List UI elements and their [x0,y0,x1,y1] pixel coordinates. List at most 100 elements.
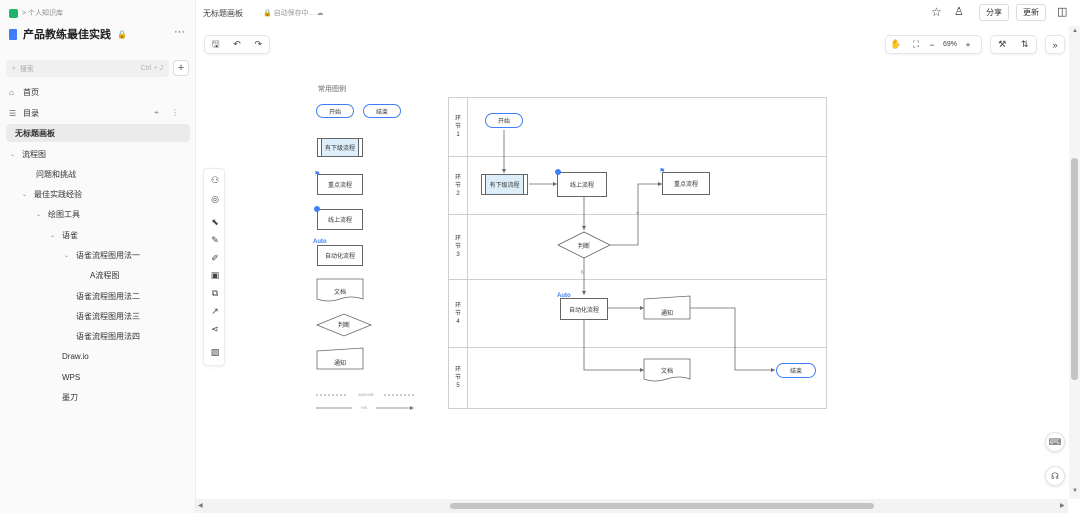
lane-3-header[interactable]: 环 节 3 [449,215,468,279]
pen-icon[interactable]: ✎ [211,235,219,245]
tree-item-usage-4[interactable]: 语雀流程图用法四 [6,327,190,345]
connector-notify-end[interactable] [690,307,775,371]
legend-auto-process[interactable]: 自动化流程 [317,245,363,266]
legend-subprocess[interactable]: 有下级流程 [317,138,363,157]
scroll-left-icon[interactable]: ◀ [198,503,203,509]
tree-item-problems[interactable]: 问题和挑战 [6,165,190,183]
collapse-button[interactable]: » [1045,35,1065,54]
tree-item-modao[interactable]: 墨刀 [6,388,190,406]
nav-toc[interactable]: ☰ 目录 ⌖ ⋮ [6,104,190,122]
tree-item-yuque[interactable]: ⌄ 语雀 [6,226,190,244]
online-dot-icon [555,169,561,175]
connector-icon[interactable]: ↗ [211,306,219,316]
knowledge-base-title[interactable]: 产品教练最佳实践 🔒 [9,26,127,42]
magic-icon[interactable]: ⚒ [998,39,1007,49]
lane-2-header[interactable]: 环 节 2 [449,157,468,214]
nav-active-doc[interactable]: 无标题画板 [6,124,190,142]
update-button[interactable]: 更新 [1016,4,1046,21]
hand-icon[interactable]: ✋ [890,39,902,49]
save-icon[interactable]: 🖫 [211,38,220,49]
connector-decision-key[interactable] [610,183,662,246]
text-icon[interactable]: ▣ [210,270,220,280]
notify-shape[interactable] [643,295,691,320]
doc-title[interactable]: 无标题画板 [203,9,243,18]
legend-key-process[interactable]: 重点流程 [317,174,363,195]
fit-screen-icon[interactable]: ⛶ [912,39,920,49]
frame-icon[interactable]: ◎ [211,194,219,204]
lane-4-header[interactable]: 环 节 4 [449,280,468,347]
zoom-out-button[interactable]: − [929,39,935,50]
tree-item-flowchart[interactable]: ⌄ 流程图 [6,145,190,163]
select-icon[interactable]: ⬉ [211,217,219,227]
arrowhead [582,226,586,230]
sidebar: > 个人知识库 产品教练最佳实践 🔒 ··· ⌕ 搜索 Ctrl + J + ⌂… [0,0,196,513]
tree-item-best-practice[interactable]: ⌄ 最佳实践经验 [6,185,190,203]
scroll-down-icon[interactable]: ▼ [1072,488,1078,494]
lane-1-header[interactable]: 环 节 1 [449,98,468,156]
flow-auto-process[interactable]: 自动化流程 [560,298,608,320]
horizontal-scrollbar[interactable]: ◀ ▶ [196,499,1068,513]
legend-document-shape[interactable] [316,278,364,302]
tree-item-usage-3[interactable]: 语雀流程图用法三 [6,307,190,325]
flow-start[interactable]: 开始 [485,113,523,128]
search-shortcut: Ctrl + J [140,65,163,72]
search-input[interactable]: ⌕ 搜索 Ctrl + J [6,60,169,77]
add-button[interactable]: + [173,60,189,76]
chevron-down-icon[interactable]: ⌄ [10,151,16,158]
image-icon[interactable]: ▨ [210,347,220,357]
vertical-scrollbar[interactable]: ▲ ▼ [1069,26,1080,499]
tree-item-usage-2[interactable]: 语雀流程图用法二 [6,287,190,305]
nav-home[interactable]: ⌂ 首页 [6,83,190,101]
tree-item-wps[interactable]: WPS [6,368,190,386]
legend-end[interactable]: 结束 [363,104,401,118]
flow-online-process[interactable]: 线上流程 [557,172,607,197]
scroll-up-icon[interactable]: ▲ [1072,28,1078,34]
tree-item-usage-1[interactable]: ⌄ 语雀流程图用法一 [6,246,190,264]
zoom-in-button[interactable]: + [965,39,971,50]
chevron-down-icon[interactable]: ⌄ [22,191,28,198]
tree-item-tools[interactable]: ⌄ 绘图工具 [6,205,190,223]
flow-end[interactable]: 结束 [776,363,816,378]
vertical-scroll-thumb[interactable] [1071,158,1078,380]
legend-start[interactable]: 开始 [316,104,354,118]
tree-item-label: 语雀流程图用法四 [76,331,140,341]
help-icon[interactable]: ☊ [1045,466,1065,486]
document-shape[interactable] [643,358,691,382]
star-icon[interactable]: ☆ [931,5,942,19]
shape-icon[interactable]: ⧉ [211,288,219,298]
toc-actions-icon[interactable]: ⌖ ⋮ [154,108,184,117]
flow-auto-label: Auto [557,293,571,299]
decision-shape[interactable] [557,231,611,259]
chevron-down-icon[interactable]: ⌄ [64,252,70,259]
more-icon[interactable]: ··· [174,26,185,38]
chevron-down-icon[interactable]: ⌄ [36,211,42,218]
breadcrumb[interactable]: > 个人知识库 [9,8,63,18]
horizontal-scroll-thumb[interactable] [450,503,874,509]
flow-key-process[interactable]: 重点流程 [662,172,710,195]
marker-icon[interactable]: ✐ [211,253,219,263]
materials-icon[interactable]: ⚇ [210,175,220,185]
keyboard-icon[interactable]: ⌨ [1045,432,1065,452]
add-collaborator-icon[interactable]: ♙ [954,6,964,18]
swimlane-diagram[interactable]: 环 节 1 环 节 2 环 节 3 环 节 4 环 节 5 [448,97,827,409]
tree-item-drawio[interactable]: Draw.io [6,347,190,365]
tree-item-a-flowchart[interactable]: A流程图 [6,266,190,284]
mindmap-icon[interactable]: ⋖ [211,324,219,334]
connector-auto-doc[interactable] [583,319,644,371]
legend-notify-shape[interactable] [316,347,364,370]
breadcrumb-text[interactable]: > 个人知识库 [22,10,64,17]
adjust-icon[interactable]: ⇅ [1020,39,1029,49]
zoom-level[interactable]: 69% [942,41,957,48]
scroll-right-icon[interactable]: ▶ [1060,503,1065,509]
chevron-down-icon[interactable]: ⌄ [50,232,56,239]
undo-icon[interactable]: ↶ [233,39,241,49]
share-button[interactable]: 分享 [979,4,1009,21]
arrowhead [640,306,644,310]
panel-toggle-icon[interactable]: ◫ [1057,6,1068,18]
lane-5-header[interactable]: 环 节 5 [449,348,468,408]
legend-decision-shape[interactable] [315,313,373,337]
flow-subprocess[interactable]: 有下级流程 [481,174,528,195]
redo-icon[interactable]: ↷ [254,39,263,49]
legend-online-process[interactable]: 线上流程 [317,209,363,230]
